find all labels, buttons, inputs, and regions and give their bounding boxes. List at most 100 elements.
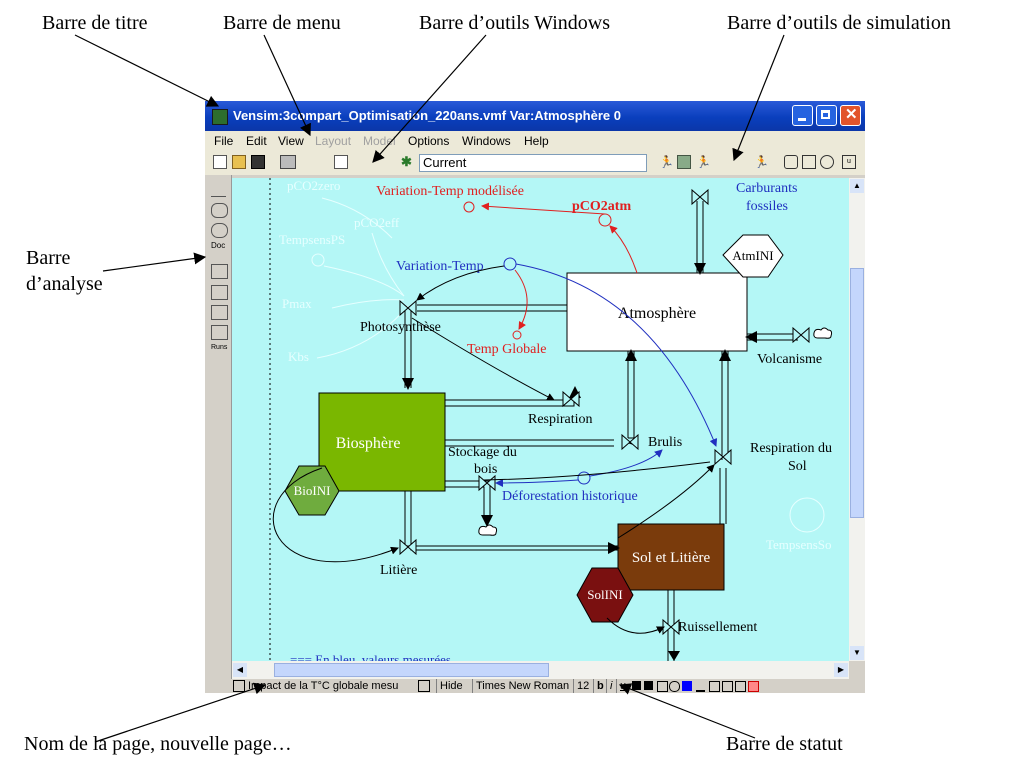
flow-stockage-label-line2: bois (474, 462, 497, 477)
scroll-up-button[interactable]: ▲ (850, 179, 864, 193)
page-name[interactable]: Impact de la T°C globale mesu (248, 680, 399, 692)
scroll-right-button[interactable]: ▶ (834, 663, 848, 677)
ghost-tempsens-label: TempsensPS (279, 232, 345, 247)
runs-compare-tool[interactable]: Runs (211, 344, 228, 351)
menu-view[interactable]: View (278, 134, 304, 148)
delay-mark-icon[interactable] (748, 681, 759, 692)
italic-toggle[interactable]: i (606, 679, 612, 693)
bold-toggle[interactable]: b (593, 679, 604, 693)
causes-strip-icon[interactable] (211, 264, 228, 279)
document-tool[interactable]: Doc (211, 241, 226, 250)
uses-tree-icon[interactable] (211, 203, 228, 218)
atm-ini-label: AtmINI (732, 248, 773, 263)
menu-file[interactable]: File (214, 134, 234, 148)
stock-biosphere-label: Biosphère (336, 435, 401, 452)
flow-respiration-sol-label-line1: Respiration du (750, 441, 832, 456)
arrow-width-icon[interactable] (709, 681, 720, 692)
stock-sol-litiere[interactable] (617, 523, 725, 591)
shape-icon[interactable] (669, 681, 680, 692)
page-selector-icon[interactable] (233, 680, 245, 692)
graph-icon[interactable] (211, 285, 228, 300)
annotation-sim-toolbar: Barre d’outils de simulation (727, 12, 951, 34)
causes-tree-icon[interactable] (211, 183, 226, 197)
border-style-icon[interactable] (657, 681, 668, 692)
loops-icon[interactable] (211, 223, 228, 238)
vertical-scroll-thumb[interactable] (850, 268, 864, 518)
arrow-analysis-bar (102, 252, 207, 272)
scroll-left-button[interactable]: ◀ (233, 663, 247, 677)
pco2atm-node (598, 213, 612, 227)
flow-respiration-label: Respiration (528, 412, 593, 427)
font-name[interactable]: Times New Roman (472, 679, 569, 693)
font-size[interactable]: 12 (573, 679, 589, 693)
copy-icon[interactable] (334, 155, 348, 169)
stock-atmosphere[interactable] (566, 272, 748, 352)
menu-edit[interactable]: Edit (246, 134, 267, 148)
variation-temp-label: Variation-Temp (396, 259, 484, 274)
units-check-icon[interactable]: u (842, 155, 856, 169)
print-icon[interactable] (280, 155, 296, 169)
menu-options[interactable]: Options (408, 134, 450, 148)
annotation-analysis-bar-line2: d’analyse (26, 273, 103, 295)
footer-note: === En bleu, valeurs mesurées (290, 652, 451, 661)
model-diagram-canvas[interactable]: pCO2zero pCO2eff TempsensPS Pmax Kbs Tem… (232, 178, 849, 661)
hidden-variables: pCO2zero pCO2eff TempsensPS Pmax Kbs Tem… (279, 178, 832, 552)
table-icon[interactable] (211, 305, 228, 320)
gauge-icon[interactable] (820, 155, 834, 169)
horizontal-scrollbar[interactable]: ◀ ▶ (232, 661, 849, 679)
underline-toggle[interactable]: u (616, 679, 626, 693)
sensitivity-icon[interactable] (802, 155, 816, 169)
new-file-icon[interactable] (213, 155, 227, 169)
atm-ini-hexagon[interactable] (722, 234, 784, 278)
close-button[interactable]: ✕ (840, 105, 861, 126)
link-style-icon[interactable] (735, 681, 746, 692)
run-name-input[interactable]: Current (419, 154, 647, 172)
stock-biosphere[interactable] (318, 392, 446, 492)
optimize-icon[interactable]: 🏃 (754, 155, 769, 169)
flow-stockage-label-line1: Stockage du (448, 445, 517, 460)
ghost-tempsens-sol-label: TempsensSo (766, 537, 832, 552)
menu-model[interactable]: Model (363, 134, 396, 148)
synthesim-icon[interactable] (677, 155, 691, 169)
set-run-name-icon[interactable]: ✱ (401, 154, 412, 169)
open-folder-icon[interactable] (232, 155, 246, 169)
flow-ruissellement-label: Ruissellement (678, 620, 757, 635)
menu-bar: File Edit View Layout Model Options Wind… (205, 131, 865, 151)
arrow-color-swatch[interactable] (682, 681, 692, 691)
annotation-page-name: Nom de la page, nouvelle page… (24, 733, 292, 755)
simulate-icon[interactable]: 🏃 (659, 155, 674, 169)
polarity-icon[interactable] (722, 681, 733, 692)
hide-toggle[interactable]: Hide (436, 679, 463, 693)
vertical-scrollbar[interactable]: ▲ ▼ (849, 178, 865, 661)
fill-color-swatch[interactable] (644, 681, 653, 690)
menu-windows[interactable]: Windows (462, 134, 511, 148)
scroll-down-button[interactable]: ▼ (850, 646, 864, 660)
annotation-menu-bar: Barre de menu (223, 12, 341, 34)
annotation-analysis-bar-line1: Barre (26, 247, 71, 269)
reality-check-icon[interactable] (784, 155, 798, 169)
flow-litiere-label: Litière (380, 563, 417, 578)
line-style-icon[interactable] (696, 681, 705, 692)
gaming-icon[interactable]: 🏃 (696, 155, 711, 169)
flow-volcanisme-label: Volcanisme (757, 352, 822, 367)
flow-carburants-label-line2: fossiles (746, 199, 788, 214)
temp-globale-label: Temp Globale (467, 342, 547, 357)
flow-carburants-label-line1: Carburants (736, 181, 797, 196)
table-time-down-icon[interactable] (211, 325, 228, 340)
maximize-button[interactable] (816, 105, 837, 126)
sol-ini-label: SolINI (587, 587, 622, 602)
minimize-button[interactable] (792, 105, 813, 126)
bio-ini-hexagon[interactable] (284, 465, 340, 516)
toolbar: ✱ Current 🏃 🏃 🏃 u (205, 151, 865, 175)
title-bar[interactable]: Vensim:3compart_Optimisation_220ans.vmf … (205, 101, 865, 131)
maximize-icon (821, 110, 830, 119)
page-add-icon[interactable] (418, 680, 430, 692)
menu-layout[interactable]: Layout (315, 134, 352, 148)
annotation-status-bar: Barre de statut (726, 733, 843, 755)
save-icon[interactable] (251, 155, 265, 169)
text-color-swatch[interactable] (632, 681, 641, 690)
horizontal-scroll-thumb[interactable] (274, 663, 549, 677)
flow-brulis-label: Brulis (648, 435, 682, 450)
menu-help[interactable]: Help (524, 134, 549, 148)
sol-ini-hexagon[interactable] (576, 567, 634, 623)
